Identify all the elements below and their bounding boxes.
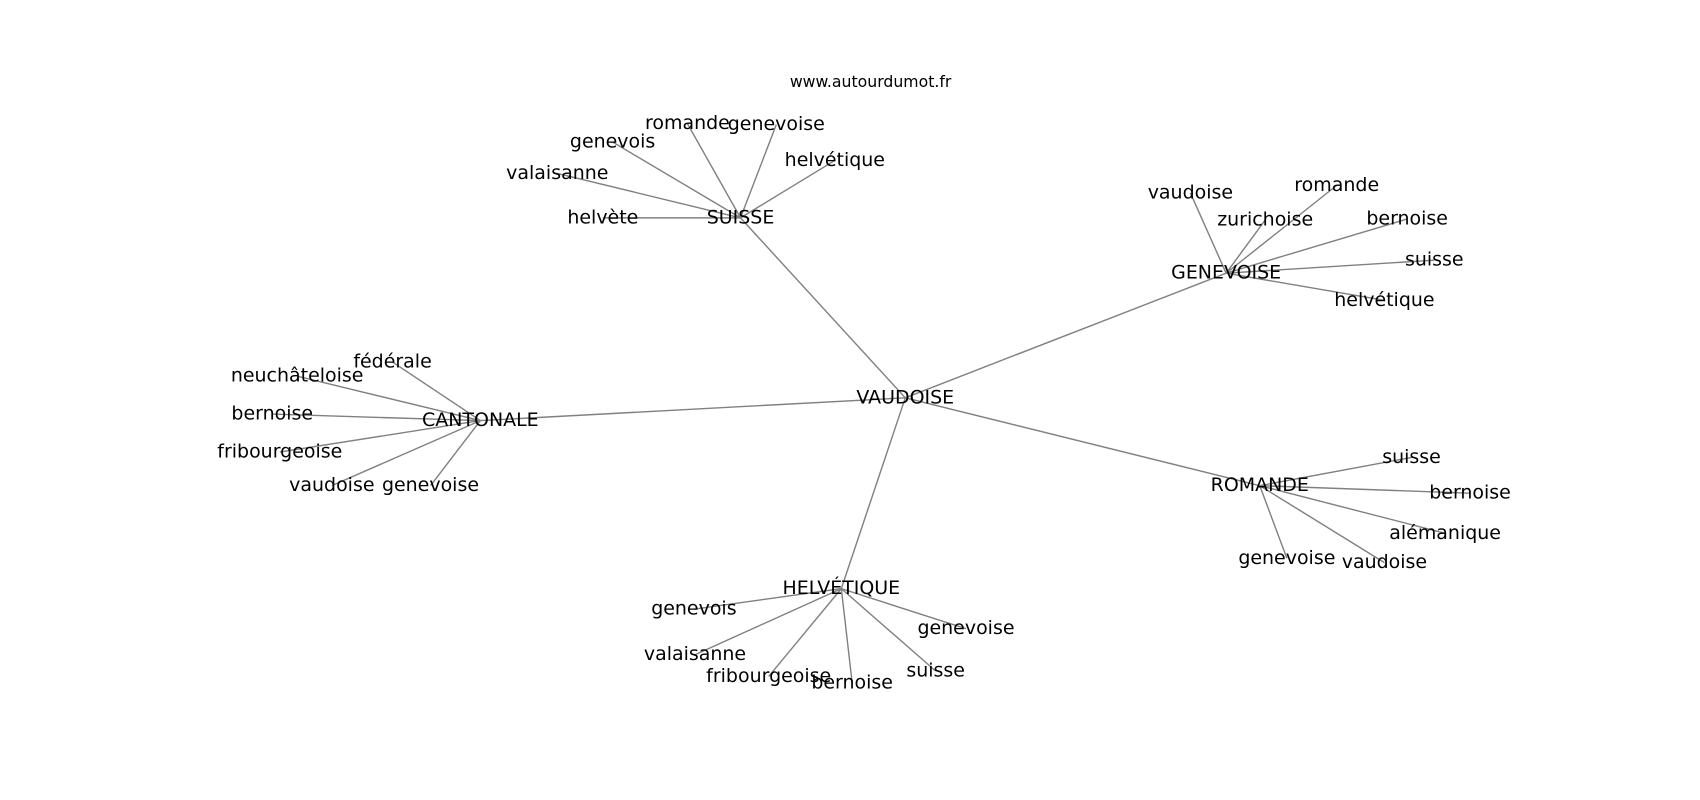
node-leaf[interactable]: suisse xyxy=(1382,446,1441,468)
node-leaf[interactable]: fédérale xyxy=(353,351,431,373)
node-center[interactable]: VAUDOISE xyxy=(856,386,954,408)
edge-hub-leaf xyxy=(840,588,937,672)
node-leaf[interactable]: zurichoise xyxy=(1217,209,1313,231)
node-leaf[interactable]: valaisanne xyxy=(506,162,608,184)
node-leaf[interactable]: bernoise xyxy=(1366,207,1448,229)
node-leaf[interactable]: bernoise xyxy=(1429,482,1511,504)
edge-hub-leaf xyxy=(1226,272,1385,301)
node-leaf[interactable]: bernoise xyxy=(231,403,313,425)
node-leaf[interactable]: genevois xyxy=(570,131,655,153)
edges xyxy=(272,123,1471,684)
node-leaf[interactable]: genevoise xyxy=(728,113,825,135)
node-leaf[interactable]: genevois xyxy=(651,598,736,620)
edge-hub-leaf xyxy=(557,172,741,219)
edge-hub-leaf xyxy=(1259,456,1412,487)
edge-hub-leaf xyxy=(272,413,481,422)
node-leaf[interactable]: helvétique xyxy=(1334,289,1434,311)
node-leaf[interactable]: alémanique xyxy=(1389,522,1501,544)
node-hub[interactable]: ROMANDE xyxy=(1211,474,1309,496)
edge-hub-leaf xyxy=(1225,218,1408,274)
edge-hub-leaf xyxy=(686,123,742,219)
edge-hub-leaf xyxy=(841,587,967,630)
node-leaf[interactable]: bernoise xyxy=(811,671,893,693)
edge-hub-leaf xyxy=(1189,192,1227,274)
edge-hub-leaf xyxy=(429,420,481,487)
edge-hub-leaf xyxy=(739,124,777,219)
node-leaf[interactable]: vaudoise xyxy=(289,474,374,496)
node-leaf[interactable]: suisse xyxy=(1405,249,1464,271)
edge-hub-leaf xyxy=(1259,485,1385,564)
edge-hub-leaf xyxy=(694,587,842,656)
edge-center-hub xyxy=(840,397,906,589)
edge-center-hub xyxy=(905,272,1227,399)
edge-hub-leaf xyxy=(1225,184,1338,274)
edge-hub-leaf xyxy=(392,361,481,422)
node-leaf[interactable]: fribourgeoise xyxy=(217,441,342,463)
edge-hub-leaf xyxy=(1259,485,1288,559)
node-hub[interactable]: GENEVOISE xyxy=(1171,262,1281,284)
node-leaf[interactable]: genevoise xyxy=(1238,547,1335,569)
node-leaf[interactable]: romande xyxy=(645,112,730,134)
edge-hub-leaf xyxy=(331,419,481,487)
edge-hub-leaf xyxy=(1225,219,1266,274)
node-leaf[interactable]: genevoise xyxy=(917,617,1014,639)
edge-center-hub xyxy=(480,397,906,422)
edge-hub-leaf xyxy=(279,419,481,453)
node-hub[interactable]: SUISSE xyxy=(707,206,775,228)
edge-hub-leaf xyxy=(840,588,853,684)
node-leaf[interactable]: neuchâteloise xyxy=(231,365,364,387)
edge-hub-leaf xyxy=(1259,484,1471,494)
node-leaf[interactable]: suisse xyxy=(906,660,965,682)
node-hub[interactable]: CANTONALE xyxy=(422,409,539,431)
node-leaf[interactable]: vaudoise xyxy=(1342,551,1427,573)
edge-hub-leaf xyxy=(296,375,481,422)
labels: VAUDOISESUISSEromandegenevoisegenevoisva… xyxy=(217,112,1511,693)
edge-hub-leaf xyxy=(1226,259,1435,274)
node-leaf[interactable]: vaudoise xyxy=(1148,181,1233,203)
node-hub[interactable]: HELVÉTIQUE xyxy=(782,576,900,599)
node-leaf[interactable]: fribourgeoise xyxy=(706,665,831,687)
site-title: www.autourdumot.fr xyxy=(790,72,952,91)
node-leaf[interactable]: helvète xyxy=(567,206,638,228)
edge-hub-leaf xyxy=(1259,484,1446,535)
edge-center-hub xyxy=(739,217,906,399)
edge-hub-leaf xyxy=(740,159,836,219)
edge-hub-leaf xyxy=(693,587,842,610)
node-leaf[interactable]: romande xyxy=(1294,174,1379,196)
edge-hub-leaf xyxy=(768,588,842,677)
node-leaf[interactable]: helvétique xyxy=(785,149,885,171)
node-leaf[interactable]: genevoise xyxy=(382,474,479,496)
edge-hub-leaf xyxy=(612,141,741,219)
node-leaf[interactable]: valaisanne xyxy=(644,643,746,665)
edge-center-hub xyxy=(905,397,1260,487)
